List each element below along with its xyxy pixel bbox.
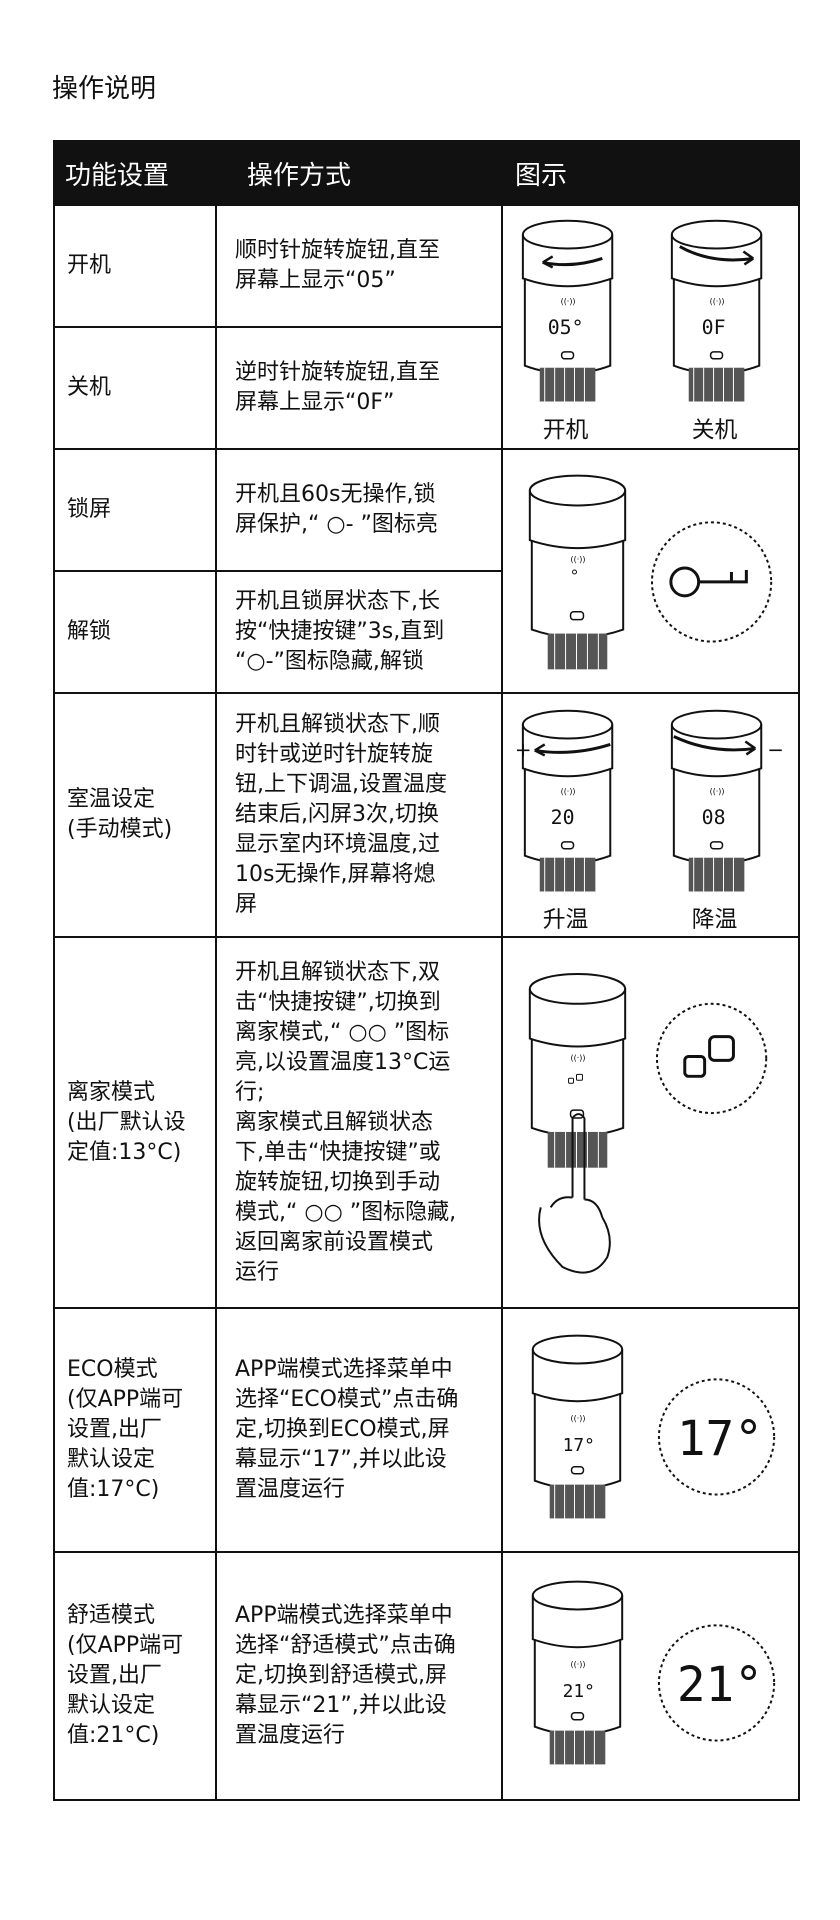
illustration-lock: ((·)) — [501, 448, 800, 694]
away-icon — [683, 1035, 735, 1078]
function-cell: 室温设定 (手动模式) — [53, 692, 217, 938]
caption-temp-down: 降温 — [692, 907, 738, 933]
table-row: 解锁 开机且锁屏状态下,长 按“快捷按键”3s,直到 “○-”图标隐藏,解锁 — [53, 570, 799, 694]
signal-icon: ((·)) — [571, 555, 586, 564]
signal-icon: ((·)) — [561, 297, 576, 306]
power-on-display: 05° — [548, 316, 584, 339]
operation-cell: 开机且60s无操作,锁 屏保护,“ ○- ”图标亮 — [215, 448, 503, 572]
function-cell: 锁屏 — [53, 448, 217, 572]
operation-cell: 开机且解锁状态下,顺 时针或逆时针旋转旋 钮,上下调温,设置温度 结束后,闪屏3… — [215, 692, 503, 938]
function-lock: 锁屏 — [67, 497, 112, 522]
function-manual-temp: 室温设定 (手动模式) — [67, 787, 173, 842]
thermostat-icon: ((·)) — [528, 973, 627, 1168]
temp-down-display: 08 — [702, 806, 726, 829]
illustration-away: ((·)) — [501, 936, 800, 1309]
signal-icon: ((·)) — [710, 297, 725, 306]
operation-comfort-mode: APP端模式选择菜单中 选择“舒适模式”点击确 定,切换到舒适模式,屏 幕显示“… — [235, 1603, 456, 1748]
operation-cell: APP端模式选择菜单中 选择“舒适模式”点击确 定,切换到舒适模式,屏 幕显示“… — [215, 1551, 503, 1801]
operation-cell: 开机且锁屏状态下,长 按“快捷按键”3s,直到 “○-”图标隐藏,解锁 — [215, 570, 503, 694]
table-row: ECO模式 (仅APP端可 设置,出厂 默认设定 值:17°C) APP端模式选… — [53, 1307, 800, 1553]
operation-cell: APP端模式选择菜单中 选择“ECO模式”点击确 定,切换到ECO模式,屏 幕显… — [215, 1307, 503, 1553]
operation-unlock: 开机且锁屏状态下,长 按“快捷按键”3s,直到 “○-”图标隐藏,解锁 — [235, 589, 445, 674]
function-cell: ECO模式 (仅APP端可 设置,出厂 默认设定 值:17°C) — [53, 1307, 217, 1553]
function-power-on: 开机 — [67, 253, 112, 278]
function-eco-mode: ECO模式 (仅APP端可 设置,出厂 默认设定 值:17°C) — [67, 1357, 184, 1502]
illustration-power: ((·)) 05° — [501, 204, 800, 450]
function-cell: 解锁 — [53, 570, 217, 694]
header-operation: 操作方式 — [215, 140, 503, 206]
function-cell: 关机 — [53, 326, 217, 450]
table-row: 舒适模式 (仅APP端可 设置,出厂 默认设定 值:21°C) APP端模式选择… — [53, 1551, 800, 1801]
eco-display: 17° — [563, 1435, 595, 1456]
illustration-temp: ((·)) + 20 — [501, 692, 800, 938]
function-cell: 离家模式 (出厂默认设 定值:13°C) — [53, 936, 217, 1309]
illustration-comfort: ((·)) 21° 21° — [501, 1551, 800, 1801]
eco-zoom-display: 17° — [677, 1412, 763, 1467]
page-title: 操作说明 — [52, 74, 157, 104]
table-row: 室温设定 (手动模式) 开机且解锁状态下,顺 时针或逆时针旋转旋 钮,上下调温,… — [53, 692, 800, 938]
power-off-display: 0F — [702, 316, 726, 339]
temp-up-display: 20 — [551, 806, 575, 829]
operation-lock: 开机且60s无操作,锁 屏保护,“ ○- ”图标亮 — [235, 482, 438, 537]
comfort-zoom-display: 21° — [677, 1658, 763, 1713]
function-cell: 舒适模式 (仅APP端可 设置,出厂 默认设定 值:21°C) — [53, 1551, 217, 1801]
illustration-eco: ((·)) 17° 17° — [501, 1307, 800, 1553]
signal-icon: ((·)) — [571, 1660, 586, 1669]
comfort-display: 21° — [563, 1681, 595, 1702]
plus-sign: + — [515, 738, 532, 761]
operation-cell: 顺时针旋转旋钮,直至 屏幕上显示“05” — [215, 204, 503, 328]
operation-cell: 开机且解锁状态下,双 击“快捷按键”,切换到 离家模式,“ ○○ ”图标 亮,以… — [215, 936, 503, 1309]
key-icon — [669, 566, 748, 598]
table-row: 开机 顺时针旋转旋钮,直至 屏幕上显示“05” — [53, 204, 800, 450]
function-comfort-mode: 舒适模式 (仅APP端可 设置,出厂 默认设定 值:21°C) — [67, 1603, 184, 1748]
operation-power-off: 逆时针旋转旋钮,直至 屏幕上显示“0F” — [235, 360, 440, 415]
temp-illustration: ((·)) + 20 — [515, 709, 784, 933]
caption-power-on: 开机 — [543, 417, 589, 443]
function-power-off: 关机 — [67, 375, 112, 400]
function-cell: 开机 — [53, 204, 217, 328]
table-row: 离家模式 (出厂默认设 定值:13°C) 开机且解锁状态下,双 击“快捷按键”,… — [53, 936, 800, 1309]
eco-illustration: ((·)) 17° 17° — [531, 1334, 776, 1519]
caption-temp-up: 升温 — [543, 907, 589, 933]
table-row: 关机 逆时针旋转旋钮,直至 屏幕上显示“0F” — [53, 326, 799, 450]
operation-cell: 逆时针旋转旋钮,直至 屏幕上显示“0F” — [215, 326, 503, 450]
table-row: 锁屏 开机且60s无操作,锁 屏保护,“ ○- ”图标亮 — [53, 448, 800, 694]
header-illustration: 图示 — [501, 140, 800, 206]
table-header-row: 功能设置 操作方式 图示 — [53, 140, 800, 206]
power-illustration: ((·)) 05° — [521, 219, 763, 443]
away-illustration: ((·)) — [528, 973, 768, 1274]
header-function: 功能设置 — [53, 140, 217, 206]
signal-icon: ((·)) — [561, 787, 576, 796]
operation-table: 功能设置 操作方式 图示 开机 顺时针旋转旋钮,直至 屏幕上显示“05” — [53, 140, 800, 1801]
function-unlock: 解锁 — [67, 619, 112, 644]
thermostat-icon: ((·)) — [670, 219, 763, 402]
thermostat-icon: ((·)) — [531, 1580, 624, 1765]
lock-illustration: ((·)) — [528, 474, 773, 670]
hand-icon — [538, 1113, 611, 1274]
comfort-illustration: ((·)) 21° 21° — [531, 1580, 776, 1765]
operation-manual-temp: 开机且解锁状态下,顺 时针或逆时针旋转旋 钮,上下调温,设置温度 结束后,闪屏3… — [235, 712, 447, 917]
operation-eco-mode: APP端模式选择菜单中 选择“ECO模式”点击确 定,切换到ECO模式,屏 幕显… — [235, 1357, 459, 1502]
thermostat-icon: ((·)) — [521, 709, 614, 892]
signal-icon: ((·)) — [571, 1053, 586, 1062]
operation-away-mode: 开机且解锁状态下,双 击“快捷按键”,切换到 离家模式,“ ○○ ”图标 亮,以… — [235, 959, 457, 1285]
operation-power-on: 顺时针旋转旋钮,直至 屏幕上显示“05” — [235, 238, 440, 293]
caption-power-off: 关机 — [692, 417, 738, 443]
thermostat-icon: ((·)) — [521, 219, 614, 402]
signal-icon: ((·)) — [571, 1414, 586, 1423]
function-away-mode: 离家模式 (出厂默认设 定值:13°C) — [67, 1079, 186, 1165]
thermostat-icon: ((·)) — [531, 1334, 624, 1519]
signal-icon: ((·)) — [710, 787, 725, 796]
thermostat-icon: ((·)) — [528, 474, 627, 670]
thermostat-icon: ((·)) — [670, 709, 763, 892]
minus-sign: − — [767, 738, 784, 761]
